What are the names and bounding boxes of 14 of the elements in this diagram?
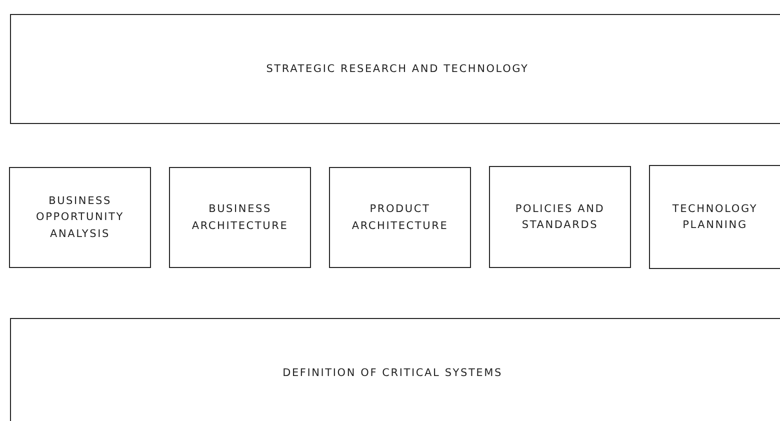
box-label: POLICIES AND STANDARDS — [514, 202, 606, 233]
process-box — [9, 167, 151, 268]
box-label: DEFINITION OF CRITICAL SYSTEMS — [282, 366, 502, 381]
process-box — [489, 166, 631, 268]
process-box — [649, 165, 780, 269]
box-label: TECHNOLOGY PLANNING — [671, 202, 759, 233]
process-box — [10, 14, 780, 124]
box-label: BUSINESS OPPORTUNITY ANALYSIS — [35, 194, 125, 242]
box-label: BUSINESS ARCHITECTURE — [190, 202, 290, 234]
box-label: PRODUCT ARCHITECTURE — [350, 202, 450, 234]
process-box — [10, 318, 780, 421]
process-box — [329, 167, 471, 268]
box-label: STRATEGIC RESEARCH AND TECHNOLOGY — [266, 62, 529, 77]
process-box — [169, 167, 311, 268]
